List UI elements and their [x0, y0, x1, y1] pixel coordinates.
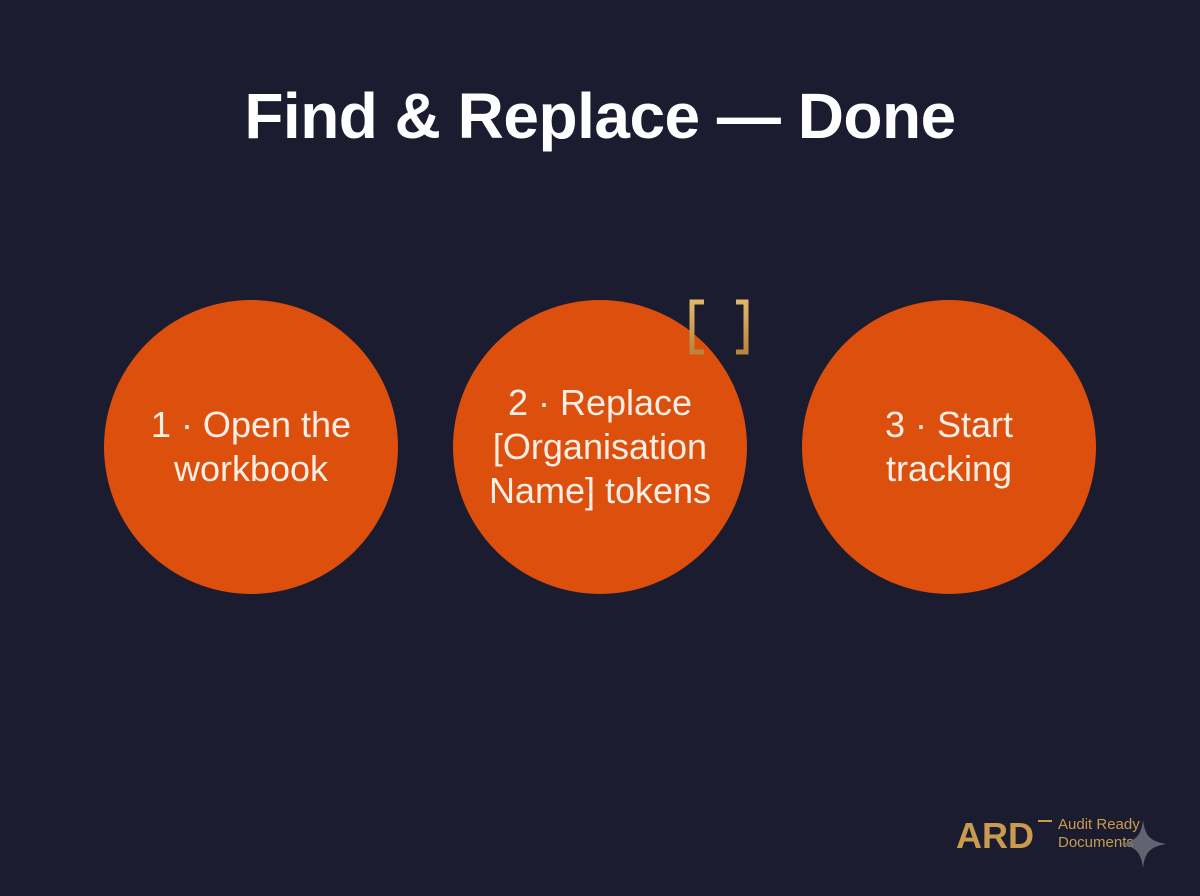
step-2-label: 2 · Replace [Organisation Name] tokens — [489, 381, 711, 513]
brand-tagline-line2: Documents — [1058, 834, 1134, 851]
step-2-circle: 2 · Replace [Organisation Name] tokens — [453, 300, 747, 594]
step-3-label-line: tracking — [885, 448, 1013, 489]
step-3-circle: 3 · Start tracking — [802, 300, 1096, 594]
brand-mark: ARD — [956, 815, 1034, 856]
step-3-label: 3 · Start tracking — [885, 403, 1013, 491]
brand-dash — [1038, 820, 1052, 822]
brand-tagline-line1: Audit Ready — [1058, 816, 1140, 833]
step-1-label-line: workbook — [173, 448, 329, 489]
sparkle-icon — [1120, 820, 1166, 868]
page-title: Find & Replace — Done — [244, 80, 956, 152]
bracket-icon — [689, 299, 749, 355]
step-2-label-line: [Organisation — [492, 426, 708, 467]
step-1-label-line: 1 · Open the — [150, 404, 352, 445]
step-2-label-line: Name] tokens — [488, 470, 712, 511]
step-2-label-line: 2 · Replace — [507, 382, 693, 423]
step-1-circle: 1 · Open the workbook — [104, 300, 398, 594]
step-3-label-line: 3 · Start — [884, 404, 1014, 445]
step-1-label: 1 · Open the workbook — [151, 403, 351, 491]
